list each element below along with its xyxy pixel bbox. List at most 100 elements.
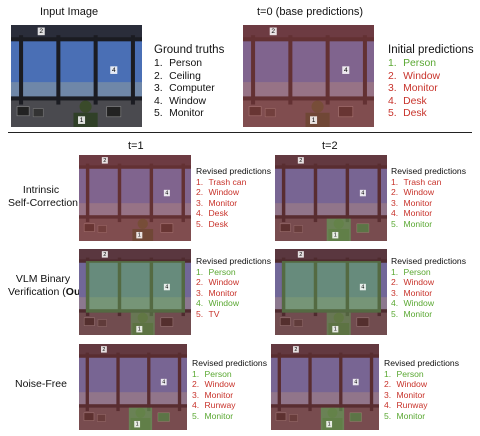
marker-label: 1 — [136, 422, 139, 428]
prediction-label: Person — [403, 266, 431, 277]
prediction-label: Window — [169, 95, 207, 107]
horizon — [275, 203, 387, 219]
prediction-number: 3. — [196, 287, 204, 298]
window-top-frame — [271, 354, 379, 358]
marker-label: 2 — [271, 28, 275, 35]
window-top-frame — [79, 259, 191, 263]
prediction-item: 2.Window — [391, 187, 466, 198]
marker-label: 2 — [39, 28, 43, 35]
prediction-number: 4. — [391, 208, 399, 219]
row-label-noise-free: Noise-Free — [8, 378, 74, 391]
prediction-number: 1. — [388, 58, 397, 69]
window-frame — [93, 35, 98, 105]
prediction-item: 3.Monitor — [196, 198, 271, 209]
prediction-label: Monitor — [403, 208, 433, 219]
marker-label: 1 — [138, 327, 141, 333]
prediction-item: 1.Person — [192, 369, 267, 380]
marker-label: 4 — [361, 191, 364, 197]
green-monitor-mask — [349, 412, 362, 422]
prediction-item: 4.Desk — [196, 208, 271, 219]
red-mask — [243, 25, 374, 127]
window-frame — [345, 163, 350, 223]
prediction-number: 4. — [391, 298, 399, 309]
marker-label: 1 — [312, 117, 316, 124]
scene-svg: 241 — [79, 155, 191, 241]
prediction-item: 2.Window — [196, 187, 271, 198]
row-label-line1: Intrinsic — [22, 184, 60, 196]
prediction-label: Window — [208, 298, 240, 309]
marker-box — [332, 325, 339, 333]
prediction-number: 4. — [388, 95, 397, 107]
red-mask — [79, 155, 191, 241]
prediction-label: Computer — [169, 83, 215, 95]
row-label-line1: Noise-Free — [15, 378, 67, 390]
green-person-mask — [326, 312, 351, 335]
revised-predictions-title: Revised predictions — [391, 256, 466, 266]
prediction-label: Monitor — [403, 218, 433, 229]
monitor-small — [97, 414, 106, 422]
horizon — [11, 82, 142, 101]
prediction-label: Monitor — [396, 410, 426, 421]
prediction-item: 2.Window — [388, 71, 474, 84]
window-sill — [271, 404, 379, 408]
prediction-item: 5.Monitor — [391, 309, 466, 320]
window-frame — [130, 35, 135, 105]
prediction-item: 1. Trash can — [391, 177, 466, 188]
prediction-number: 1. — [391, 176, 399, 187]
prediction-label: Trash can — [403, 176, 442, 187]
marker-box — [101, 157, 108, 164]
prediction-label: Monitor — [403, 83, 438, 95]
marker-label: 2 — [102, 347, 105, 353]
window-frame — [177, 352, 182, 412]
window-top-frame — [79, 165, 191, 169]
t0-title: t=0 (base predictions) — [257, 6, 364, 18]
scene-svg: 241 — [275, 249, 387, 335]
window-top-frame — [79, 354, 187, 358]
monitor-left — [279, 223, 291, 232]
marker-label: 1 — [334, 327, 337, 333]
revised-predictions-title: Revised predictions — [391, 166, 466, 176]
prediction-item: 4.Window — [196, 298, 271, 309]
prediction-item: 1.Person — [388, 58, 474, 71]
window-frame — [117, 257, 122, 317]
row-label-vlm-binary-verification: VLM Binary Verification (Ours) — [8, 273, 94, 299]
prediction-item: 2.Ceiling — [154, 71, 224, 84]
marker-label: 4 — [354, 379, 357, 385]
window-sill — [243, 96, 374, 101]
horizon — [79, 203, 191, 219]
horizon — [79, 392, 187, 408]
marker-box — [78, 116, 86, 124]
marker-box — [332, 231, 339, 239]
prediction-number: 1. — [154, 58, 163, 69]
window-frame — [251, 35, 256, 105]
marker-box — [310, 116, 318, 124]
prediction-number: 2. — [388, 70, 397, 82]
prediction-label: Monitor — [204, 410, 234, 421]
window-frame — [288, 35, 293, 105]
marker-label: 2 — [299, 252, 302, 258]
green-window-mask — [85, 261, 185, 313]
marker-box — [136, 231, 143, 239]
section-divider — [8, 132, 472, 133]
prediction-number: 5. — [192, 410, 200, 421]
marker-box — [352, 378, 359, 386]
marker-label: 4 — [112, 67, 116, 74]
prediction-number: 5. — [196, 308, 204, 319]
window-frame — [149, 163, 154, 223]
window-frame — [181, 163, 185, 223]
window-top-frame — [243, 37, 374, 42]
prediction-label: Window — [403, 277, 435, 288]
scene-svg: 241 — [243, 25, 374, 127]
prediction-number: 2. — [192, 379, 200, 390]
marker-label: 4 — [165, 285, 168, 291]
marker-box — [297, 251, 304, 258]
prediction-label: Window — [204, 379, 236, 390]
window-frame — [85, 163, 90, 223]
prediction-label: Monitor — [204, 389, 234, 400]
prediction-item: 1.Trash can — [196, 177, 271, 188]
